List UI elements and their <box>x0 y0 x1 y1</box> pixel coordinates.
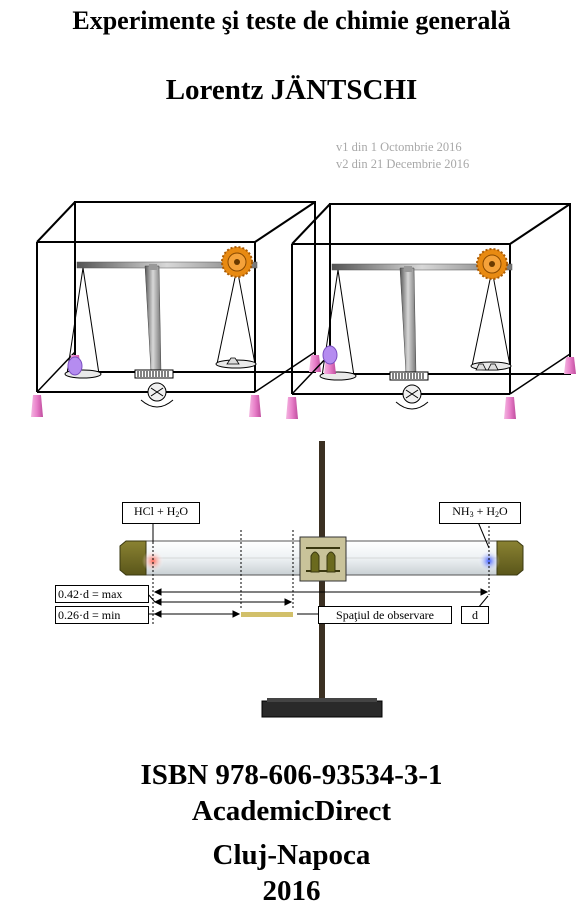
version-line-1: v1 din 1 Octombrie 2016 <box>336 140 462 154</box>
publisher: AcademicDirect <box>191 795 392 827</box>
year: 2016 <box>262 875 321 907</box>
label-d: d <box>461 606 489 624</box>
label-min: 0.26·d = min <box>55 606 149 624</box>
isbn: ISBN 978-606-93534-3-1 <box>140 759 443 791</box>
label-hcl: HCl + H2O <box>122 502 200 524</box>
book-title: Experimente şi teste de chimie generală <box>72 6 511 35</box>
label-nh3: NH3 + H2O <box>439 502 521 524</box>
balance-left <box>30 201 322 418</box>
author-name: Lorentz JÄNTSCHI <box>165 74 418 106</box>
version-line-2: v2 din 21 Decembrie 2016 <box>336 157 470 171</box>
diffusion-apparatus <box>119 441 524 718</box>
label-max: 0.42·d = max <box>55 585 149 603</box>
balance-right <box>285 203 577 420</box>
label-observation-zone: Spaţiul de observare <box>318 606 452 624</box>
city: Cluj-Napoca <box>212 839 371 871</box>
